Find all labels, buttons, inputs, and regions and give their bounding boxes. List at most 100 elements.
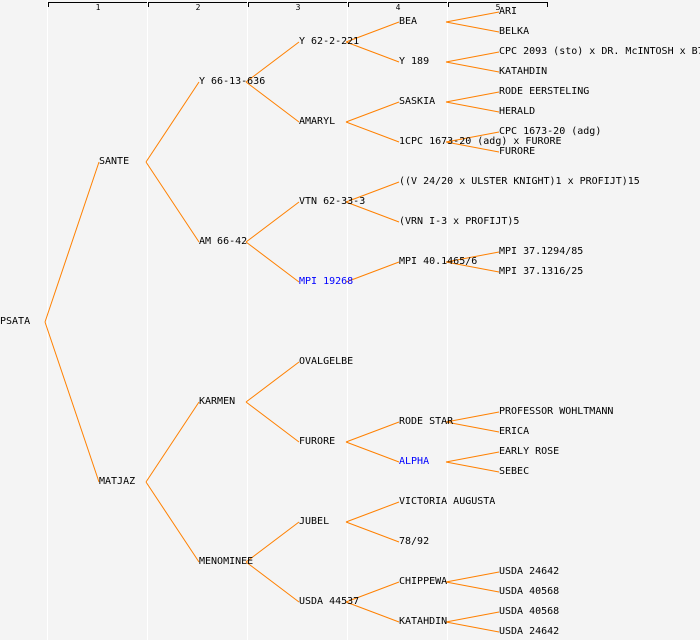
pedigree-connector xyxy=(245,241,300,283)
pedigree-connector xyxy=(445,101,500,113)
generation-label: 2 xyxy=(195,3,201,12)
pedigree-node: MPI 37.1316/25 xyxy=(499,266,584,277)
pedigree-connector xyxy=(345,181,400,203)
pedigree-connector xyxy=(345,101,400,123)
pedigree-connector xyxy=(445,451,500,463)
generation-label: 4 xyxy=(395,3,401,12)
pedigree-node: VTN 62-33-3 xyxy=(299,196,366,207)
pedigree-node: USDA 40568 xyxy=(499,586,560,597)
pedigree-node: KATAHDIN xyxy=(499,66,548,77)
pedigree-node: EARLY ROSE xyxy=(499,446,560,457)
pedigree-connector xyxy=(245,201,300,243)
pedigree-node: USDA 44537 xyxy=(299,596,360,607)
pedigree-node: KARMEN xyxy=(199,396,236,407)
pedigree-connector xyxy=(445,251,500,263)
pedigree-connector xyxy=(445,411,500,423)
pedigree-connector xyxy=(445,51,500,63)
column-divider xyxy=(47,0,48,640)
pedigree-connector xyxy=(245,561,300,603)
pedigree-connector xyxy=(345,21,400,43)
pedigree-node: JUBEL xyxy=(299,516,330,527)
pedigree-node: RODE EERSTELING xyxy=(499,86,590,97)
generation-label: 1 xyxy=(95,3,101,12)
pedigree-connector xyxy=(345,41,400,63)
pedigree-node: MPI 37.1294/85 xyxy=(499,246,584,257)
pedigree-connector xyxy=(445,611,500,623)
pedigree-node: HERALD xyxy=(499,106,536,117)
pedigree-node: 78/92 xyxy=(399,536,430,547)
pedigree-connector xyxy=(345,441,400,463)
pedigree-node: FURORE xyxy=(299,436,336,447)
pedigree-connector xyxy=(445,621,500,633)
pedigree-node: USDA 40568 xyxy=(499,606,560,617)
pedigree-node: RODE STAR xyxy=(399,416,454,427)
pedigree-connector xyxy=(345,121,400,143)
pedigree-connector xyxy=(445,141,500,153)
pedigree-connector xyxy=(345,421,400,443)
pedigree-node: ARI xyxy=(499,6,518,17)
pedigree-connector xyxy=(245,41,300,83)
pedigree-node: Y 189 xyxy=(399,56,430,67)
pedigree-node: MENOMINEE xyxy=(199,556,254,567)
pedigree-node: (VRN I-3 x PROFIJT)5 xyxy=(399,216,520,227)
pedigree-node: OVALGELBE xyxy=(299,356,354,367)
pedigree-connector xyxy=(345,261,400,283)
pedigree-connector xyxy=(44,161,100,323)
column-divider xyxy=(347,0,348,640)
pedigree-connector xyxy=(345,201,400,223)
pedigree-connector xyxy=(445,131,500,143)
pedigree-connector xyxy=(445,61,500,73)
pedigree-node: ERICA xyxy=(499,426,530,437)
pedigree-node: MATJAZ xyxy=(99,476,136,487)
pedigree-node[interactable]: MPI 19268 xyxy=(299,276,354,287)
pedigree-node: CHIPPEWA xyxy=(399,576,448,587)
pedigree-node: AMARYL xyxy=(299,116,336,127)
pedigree-connector xyxy=(145,81,200,163)
pedigree-node: SANTE xyxy=(99,156,130,167)
pedigree-connector xyxy=(145,481,200,563)
pedigree-node: CPC 1673-20 (adg) xyxy=(499,126,602,137)
pedigree-node: SEBEC xyxy=(499,466,530,477)
pedigree-connector xyxy=(345,521,400,543)
pedigree-connector xyxy=(445,581,500,593)
pedigree-node: USDA 24642 xyxy=(499,626,560,637)
pedigree-node[interactable]: ALPHA xyxy=(399,456,430,467)
pedigree-node: CPC 2093 (sto) x DR. McINTOSH x B7 xyxy=(499,46,700,57)
pedigree-node: SASKIA xyxy=(399,96,436,107)
pedigree-connector xyxy=(445,261,500,273)
pedigree-node: VICTORIA AUGUSTA xyxy=(399,496,496,507)
pedigree-node: BELKA xyxy=(499,26,530,37)
generation-ruler xyxy=(448,2,548,7)
pedigree-connector xyxy=(445,421,500,433)
pedigree-connector xyxy=(145,401,200,483)
pedigree-node: ((V 24/20 x ULSTER KNIGHT)1 x PROFIJT)15 xyxy=(399,176,640,187)
pedigree-connector xyxy=(445,461,500,473)
column-divider xyxy=(447,0,448,640)
column-divider xyxy=(247,0,248,640)
pedigree-connector xyxy=(245,81,300,123)
pedigree-connector xyxy=(445,21,500,33)
pedigree-connector xyxy=(245,401,300,443)
pedigree-connector xyxy=(245,361,300,403)
pedigree-root: PSATA xyxy=(0,316,31,327)
generation-label: 5 xyxy=(495,3,501,12)
pedigree-connector xyxy=(445,571,500,583)
pedigree-node: AM 66-42 xyxy=(199,236,248,247)
pedigree-connector xyxy=(44,321,100,483)
pedigree-connector xyxy=(345,601,400,623)
pedigree-connector xyxy=(145,161,200,243)
pedigree-node: FURORE xyxy=(499,146,536,157)
pedigree-node: BEA xyxy=(399,16,418,27)
pedigree-node: PROFESSOR WOHLTMANN xyxy=(499,406,614,417)
pedigree-connector xyxy=(445,91,500,103)
pedigree-node: 1CPC 1673-20 (adg) x FURORE xyxy=(399,136,562,147)
pedigree-connector xyxy=(345,581,400,603)
pedigree-node: MPI 40.1465/6 xyxy=(399,256,478,267)
pedigree-node: Y 62-2-221 xyxy=(299,36,360,47)
generation-label: 3 xyxy=(295,3,301,12)
pedigree-connector xyxy=(445,11,500,23)
pedigree-node: Y 66-13-636 xyxy=(199,76,266,87)
pedigree-node: KATAHDIN xyxy=(399,616,448,627)
